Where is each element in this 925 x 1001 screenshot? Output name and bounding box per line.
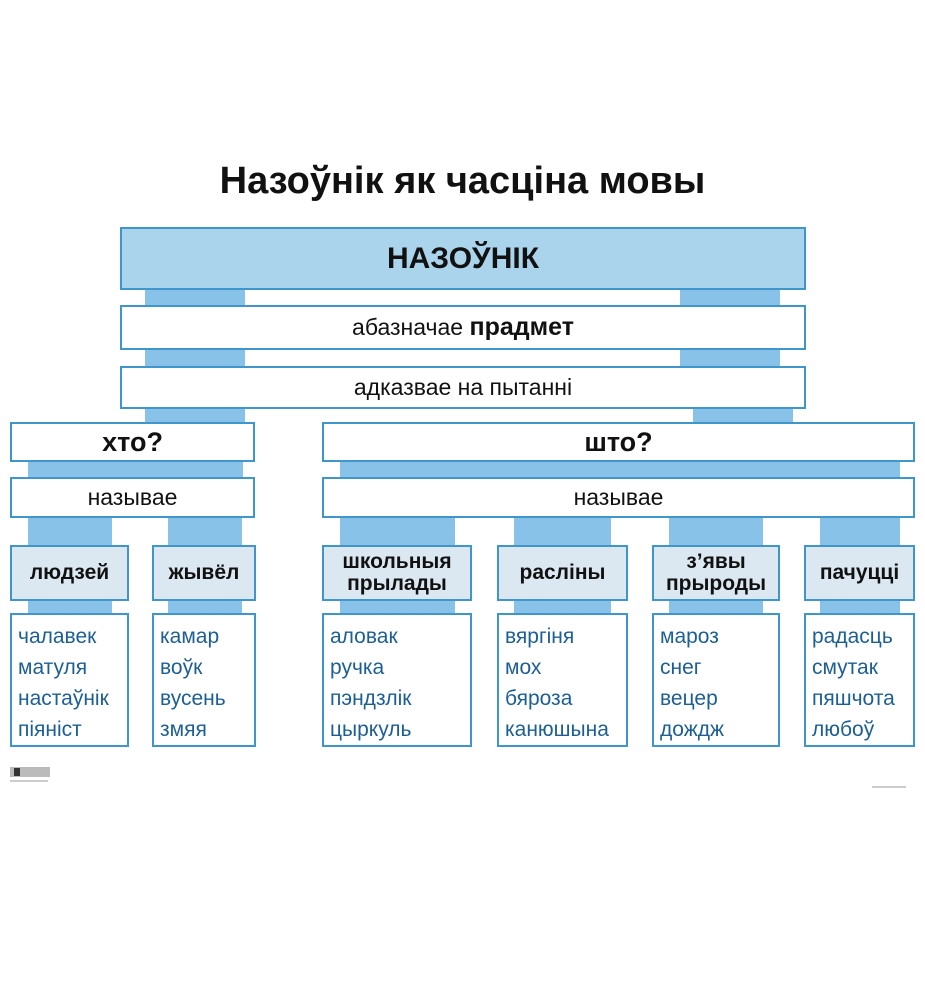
word: бяроза xyxy=(505,687,573,710)
word: радасць xyxy=(812,625,893,648)
word-list-school-supplies: аловак ручка пэндзлік цыркуль xyxy=(322,613,472,747)
question-what: што? xyxy=(322,422,915,462)
word: аловак xyxy=(330,625,398,648)
word: піяніст xyxy=(18,718,82,741)
footer-fine-print xyxy=(872,786,906,788)
connector xyxy=(145,348,245,368)
connector xyxy=(514,516,611,547)
connector xyxy=(168,516,242,547)
connector xyxy=(145,407,245,424)
connector xyxy=(669,599,763,615)
word: смутак xyxy=(812,656,878,679)
connector xyxy=(340,516,455,547)
root-node: НАЗОЎНІК xyxy=(120,227,806,290)
word: пэндзлік xyxy=(330,687,412,710)
word-list-feelings: радасць смутак пяшчота любоў xyxy=(804,613,915,747)
word-list-nature-phenomena: мароз снег вецер дождж xyxy=(652,613,780,747)
connector xyxy=(514,599,611,615)
word: мароз xyxy=(660,625,719,648)
connector xyxy=(680,348,780,368)
word: пяшчота xyxy=(812,687,895,710)
word: любоў xyxy=(812,718,875,741)
word: снег xyxy=(660,656,702,679)
meaning-bold: прадмет xyxy=(469,313,574,341)
connector xyxy=(145,288,245,308)
connector xyxy=(680,288,780,308)
connector xyxy=(340,599,455,615)
connector xyxy=(820,599,900,615)
names-node-who: называе xyxy=(10,477,255,518)
meaning-node: абазначае прадмет xyxy=(120,305,806,350)
connector xyxy=(669,516,763,547)
word: воўк xyxy=(160,656,203,679)
connector xyxy=(168,599,242,615)
word: ручка xyxy=(330,656,385,679)
word: камар xyxy=(160,625,220,648)
word: мох xyxy=(505,656,542,679)
connector xyxy=(340,460,900,479)
word: змяя xyxy=(160,718,207,741)
word-list-animals: камар воўк вусень змяя xyxy=(152,613,256,747)
publisher-logo xyxy=(10,767,50,777)
word-list-people: чалавек матуля настаўнік піяніст xyxy=(10,613,129,747)
connector xyxy=(28,516,112,547)
footer-fine-print xyxy=(10,780,48,782)
word: матуля xyxy=(18,656,88,679)
names-node-what: называе xyxy=(322,477,915,518)
connector xyxy=(28,599,112,615)
category-animals: жывёл xyxy=(152,545,256,601)
meaning-prefix: абазначае xyxy=(352,314,464,340)
answers-node: адказвае на пытанні xyxy=(120,366,806,409)
category-school-supplies: школьныя прылады xyxy=(322,545,472,601)
word: вяргіня xyxy=(505,625,575,648)
diagram-title: Назоўнік як часціна мовы xyxy=(219,160,706,202)
category-nature-phenomena: з’явы прыроды xyxy=(652,545,780,601)
word: вецер xyxy=(660,687,718,710)
connector xyxy=(693,407,793,424)
word: чалавек xyxy=(18,625,97,648)
question-who: хто? xyxy=(10,422,255,462)
word: канюшына xyxy=(505,718,609,741)
connector xyxy=(820,516,900,547)
word: дождж xyxy=(660,718,725,741)
connector xyxy=(28,460,243,479)
word: цыркуль xyxy=(330,718,412,741)
category-people: людзей xyxy=(10,545,129,601)
category-plants: расліны xyxy=(497,545,628,601)
category-feelings: пачуцці xyxy=(804,545,915,601)
word: вусень xyxy=(160,687,226,710)
word-list-plants: вяргіня мох бяроза канюшына xyxy=(497,613,628,747)
word: настаўнік xyxy=(18,687,109,710)
